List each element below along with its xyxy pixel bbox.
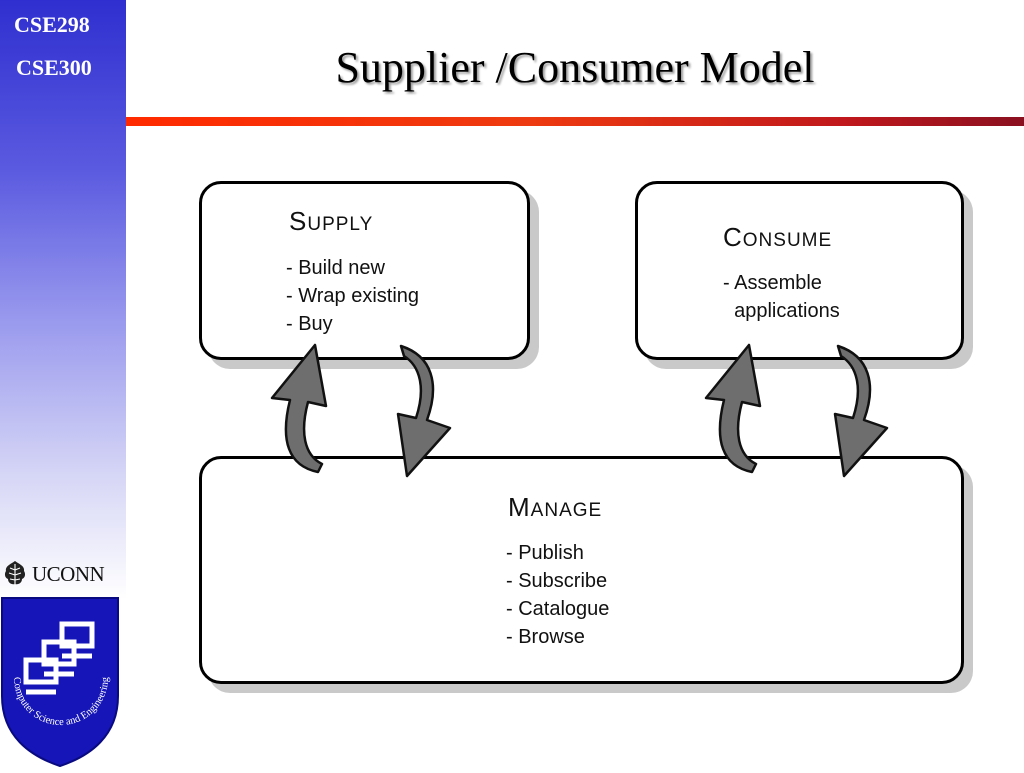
up-arrow-icon [704,343,762,474]
cse-department-logo: Computer Science and Engineering [0,596,122,768]
sidebar: CSE298 CSE300 UCONN Computer Science and… [0,0,126,768]
list-item: - Assemble [723,272,822,294]
computer-screens-icon [23,621,95,695]
list-item: - Wrap existing [286,285,420,307]
uconn-wordmark: UCONN [32,561,105,586]
up-arrow-icon [270,343,328,474]
supply-box: SUPPLY - Build new - Wrap existing - Buy [199,181,530,360]
manage-heading: MANAGE [508,492,603,522]
supply-list: - Build new - Wrap existing - Buy [286,254,419,338]
supply-heading: SUPPLY [289,206,374,236]
consume-list: - Assemble applications [723,269,840,325]
list-item: - Catalogue [506,598,610,620]
manage-list: - Publish - Subscribe - Catalogue - Brow… [506,539,609,651]
slide-title: Supplier /Consumer Model [335,43,815,92]
list-item: applications [723,300,840,322]
course-code-1: CSE298 [14,12,90,37]
course-code-2: CSE300 [16,55,92,80]
consume-heading: CONSUME [723,222,833,252]
title-divider [126,117,1024,126]
list-item: - Build new [286,257,385,279]
list-item: - Publish [506,542,584,564]
consume-box: CONSUME - Assemble applications [635,181,964,360]
uconn-logo: UCONN [2,558,124,590]
manage-box: MANAGE - Publish - Subscribe - Catalogue… [199,456,964,684]
list-item: - Buy [286,313,333,335]
oak-leaf-icon [4,561,26,587]
list-item: - Browse [506,626,585,648]
list-item: - Subscribe [506,570,608,592]
